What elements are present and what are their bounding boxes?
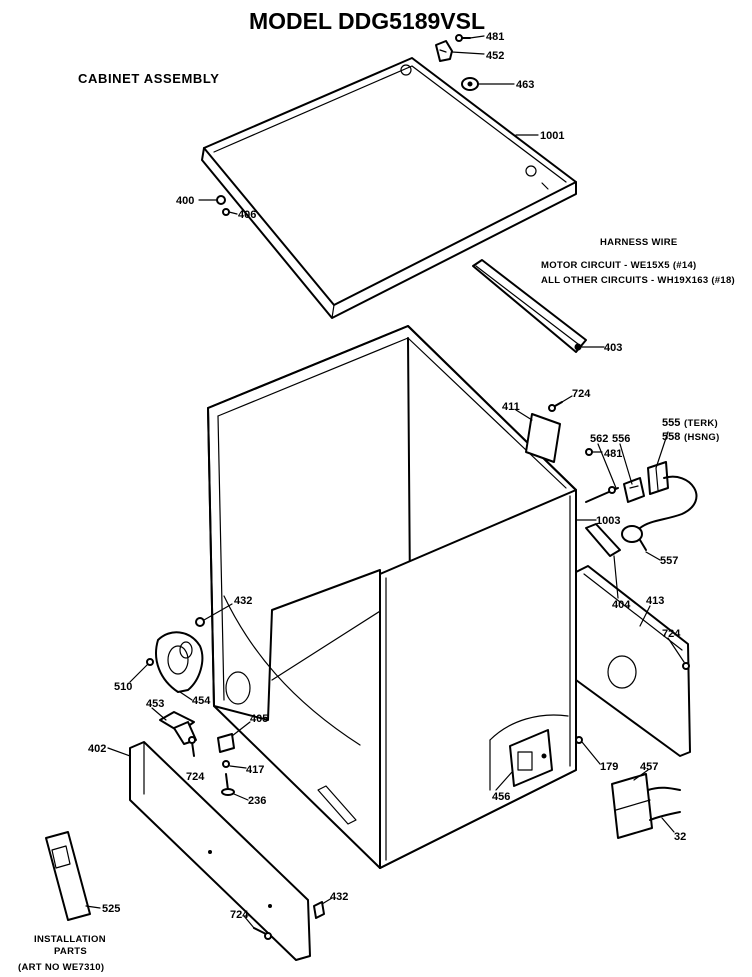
label-432-upper: 432	[234, 595, 252, 607]
label-558-note: (HSNG)	[684, 432, 720, 443]
label-457: 457	[640, 761, 658, 773]
harness-403	[472, 259, 587, 353]
installation-line2: PARTS	[54, 946, 87, 957]
screw-481b	[585, 448, 593, 456]
bracket-1003	[585, 523, 621, 557]
label-525: 525	[102, 903, 120, 915]
harness-motor-circuit: MOTOR CIRCUIT - WE15X5 (#14)	[541, 260, 697, 271]
top-panel-1001	[201, 57, 577, 319]
label-724-left: 724	[186, 771, 205, 783]
label-562: 562	[590, 433, 608, 445]
harness-other-circuits: ALL OTHER CIRCUITS - WH19X163 (#18)	[541, 275, 735, 286]
label-236: 236	[248, 795, 266, 807]
cam-454	[155, 631, 204, 693]
label-32: 32	[674, 831, 686, 843]
plate-411	[525, 413, 561, 463]
block-457	[611, 773, 681, 839]
label-556: 556	[612, 433, 630, 445]
label-432-lower: 432	[330, 891, 348, 903]
label-453: 453	[146, 698, 164, 710]
label-481-top: 481	[486, 31, 504, 43]
label-454: 454	[192, 695, 211, 707]
clip-463	[461, 77, 479, 91]
label-510: 510	[114, 681, 132, 693]
installation-line3: (ART NO WE7310)	[18, 962, 104, 973]
section-title: CABINET ASSEMBLY	[78, 71, 220, 86]
label-404: 404	[612, 599, 631, 611]
installation-line1: INSTALLATION	[34, 934, 106, 945]
label-1001: 1001	[540, 130, 564, 142]
terminal-556	[623, 477, 645, 503]
label-413: 413	[646, 595, 664, 607]
label-405: 405	[250, 713, 268, 725]
clip-405	[217, 733, 235, 753]
label-724-top: 724	[572, 388, 591, 400]
label-558: 558	[662, 431, 680, 443]
label-456: 456	[492, 791, 510, 803]
label-400: 400	[176, 195, 194, 207]
leader-lines	[85, 35, 685, 929]
label-452: 452	[486, 50, 504, 62]
cord-557	[621, 475, 698, 551]
bracket-452	[435, 40, 453, 62]
label-402: 402	[88, 743, 106, 755]
housing-558	[647, 461, 669, 495]
screw-724d	[253, 927, 272, 940]
label-481-mid: 481	[604, 448, 622, 460]
bracket-456	[509, 729, 553, 787]
label-724-bottom: 724	[230, 909, 249, 921]
kick-panel-402	[129, 741, 311, 961]
washer-406	[222, 208, 230, 216]
installation-bag-525	[45, 831, 91, 921]
label-411: 411	[502, 401, 520, 413]
screw-510	[146, 658, 154, 666]
connector-562	[585, 486, 619, 503]
screw-179	[575, 736, 583, 744]
label-403: 403	[604, 342, 622, 354]
label-463: 463	[516, 79, 534, 91]
side-panel-413	[575, 565, 691, 757]
foot-417	[222, 760, 230, 768]
screw-481	[455, 34, 471, 42]
cabinet-body	[207, 325, 577, 869]
label-555: 555	[662, 417, 680, 429]
label-417: 417	[246, 764, 264, 776]
screw-724b	[682, 662, 690, 670]
harness-heading: HARNESS WIRE	[600, 237, 678, 248]
label-724-right: 724	[662, 628, 681, 640]
clip-432b	[313, 901, 325, 919]
screw-724c	[188, 736, 196, 757]
foot-236	[221, 773, 235, 796]
clip-432a	[195, 617, 205, 627]
label-179: 179	[600, 761, 618, 773]
label-406: 406	[238, 209, 256, 221]
label-1003: 1003	[596, 515, 620, 527]
screw-724a	[548, 401, 563, 412]
model-title: MODEL DDG5189VSL	[249, 8, 485, 34]
label-555-note: (TERK)	[684, 418, 718, 429]
label-557: 557	[660, 555, 678, 567]
screw-400	[216, 195, 226, 205]
